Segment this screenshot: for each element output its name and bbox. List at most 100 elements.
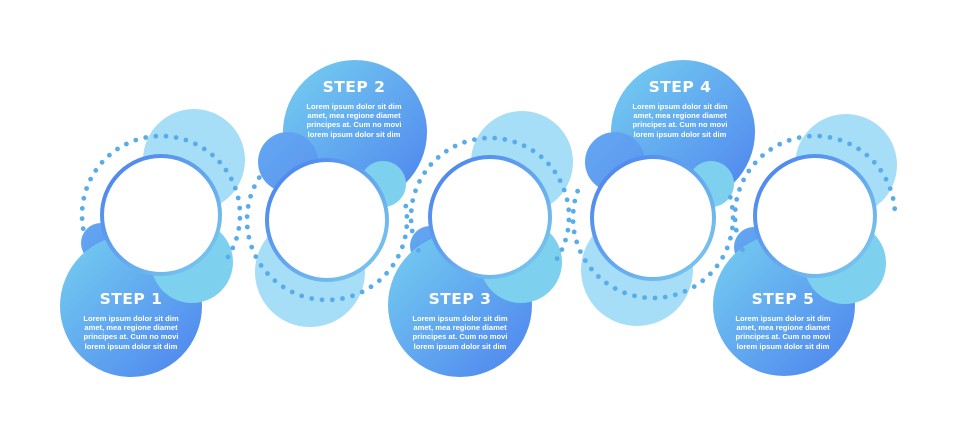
connector-dot (864, 152, 870, 158)
step-2-body: Lorem ipsum dolor sit dim amet, mea regi… (306, 102, 402, 139)
connector-dot (81, 195, 87, 201)
connector-dot (691, 284, 697, 289)
dotted-connector-arcs (79, 133, 898, 303)
connector-dot (443, 148, 449, 154)
step-5-image-ring (753, 154, 877, 278)
connector-dot (554, 256, 560, 261)
step-2-image-ring (265, 158, 389, 282)
connector-dot (733, 227, 739, 233)
connector-dot (153, 133, 159, 139)
connector-dot (163, 133, 169, 139)
connector-dot (883, 176, 889, 182)
connector-dot (228, 176, 234, 182)
connector-dot (546, 161, 551, 167)
connector-dot (408, 208, 414, 214)
connector-dot (251, 184, 257, 190)
connector-dot (384, 270, 389, 276)
connector-dot (107, 152, 112, 158)
connector-dot (760, 153, 765, 159)
connector-dot (807, 133, 812, 139)
connector-dot (319, 297, 325, 303)
connector-dot (521, 143, 527, 149)
connector-dot (400, 244, 405, 250)
connector-dot (732, 217, 738, 223)
connector-dot (565, 227, 571, 233)
step-4-title: STEP 4 (648, 78, 712, 96)
step-5-body: Lorem ipsum dolor sit dim amet, mea regi… (735, 314, 831, 351)
connector-dot (413, 188, 418, 194)
connector-dot (622, 290, 627, 296)
connector-dot (395, 253, 401, 259)
connector-dot (409, 228, 415, 234)
connector-dot (730, 225, 735, 231)
connector-dot (564, 197, 570, 203)
connector-dot (201, 146, 207, 152)
connector-dot (574, 239, 580, 245)
connector-dot (193, 141, 198, 147)
step-5-label: STEP 5 Lorem ipsum dolor sit dim amet, m… (721, 290, 845, 351)
connector-dot (93, 168, 99, 173)
connector-dot (289, 289, 295, 295)
step-3-label: STEP 3 Lorem ipsum dolor sit dim amet, m… (398, 290, 522, 351)
step-4-body: Lorem ipsum dolor sit dim amet, mea regi… (632, 102, 728, 139)
connector-dot (79, 206, 85, 211)
connector-dot (368, 284, 374, 290)
connector-dot (280, 284, 286, 290)
connector-dot (575, 188, 580, 194)
connector-dot (708, 271, 713, 277)
connector-dot (724, 245, 730, 251)
connector-dot (578, 249, 583, 255)
connector-dot (604, 280, 609, 286)
connector-dot (248, 193, 254, 199)
connector-dot (416, 248, 421, 253)
connector-dot (890, 196, 896, 201)
connector-dot (570, 208, 576, 214)
connector-dot (728, 235, 733, 241)
connector-dot (173, 135, 179, 140)
step-4-label: STEP 4 Lorem ipsum dolor sit dim amet, m… (618, 78, 742, 139)
connector-dot (272, 278, 278, 284)
connector-dot (256, 175, 262, 181)
connector-dot (133, 137, 139, 143)
connector-dot (225, 254, 231, 260)
connector-dot (265, 271, 270, 276)
connector-dot (572, 198, 578, 204)
connector-dot (502, 137, 508, 142)
connector-dot (796, 135, 802, 141)
connector-dot (700, 278, 706, 284)
step-2-title: STEP 2 (322, 78, 386, 96)
connector-dot (462, 139, 467, 145)
connector-dot (856, 146, 861, 152)
connector-dot (217, 159, 223, 165)
connector-dot (237, 205, 243, 211)
connector-dot (340, 296, 345, 301)
connector-dot (84, 186, 89, 191)
connector-dot (80, 226, 86, 232)
connector-dot (115, 146, 120, 152)
connector-dot (734, 197, 740, 202)
step-3-image-ring (428, 155, 552, 279)
connector-dot (737, 187, 742, 192)
connector-dot (552, 169, 558, 175)
connector-dot (230, 245, 236, 251)
step-4-image-ring (590, 155, 716, 281)
connector-dot (746, 168, 752, 174)
connector-dot (408, 218, 414, 224)
connector-dot (376, 278, 382, 283)
connector-dot (309, 296, 315, 301)
connector-dot (682, 288, 688, 294)
connector-dot (249, 244, 255, 250)
connector-dot (124, 141, 129, 147)
connector-dot (183, 137, 189, 143)
connector-dot (246, 234, 252, 240)
connector-dot (350, 293, 355, 299)
connector-dot (492, 135, 498, 141)
step-1-title: STEP 1 (99, 290, 163, 308)
connector-dot (79, 216, 85, 222)
connector-dot (837, 137, 843, 143)
connector-dot (740, 247, 745, 253)
connector-dot (329, 297, 335, 303)
connector-dot (404, 214, 410, 219)
